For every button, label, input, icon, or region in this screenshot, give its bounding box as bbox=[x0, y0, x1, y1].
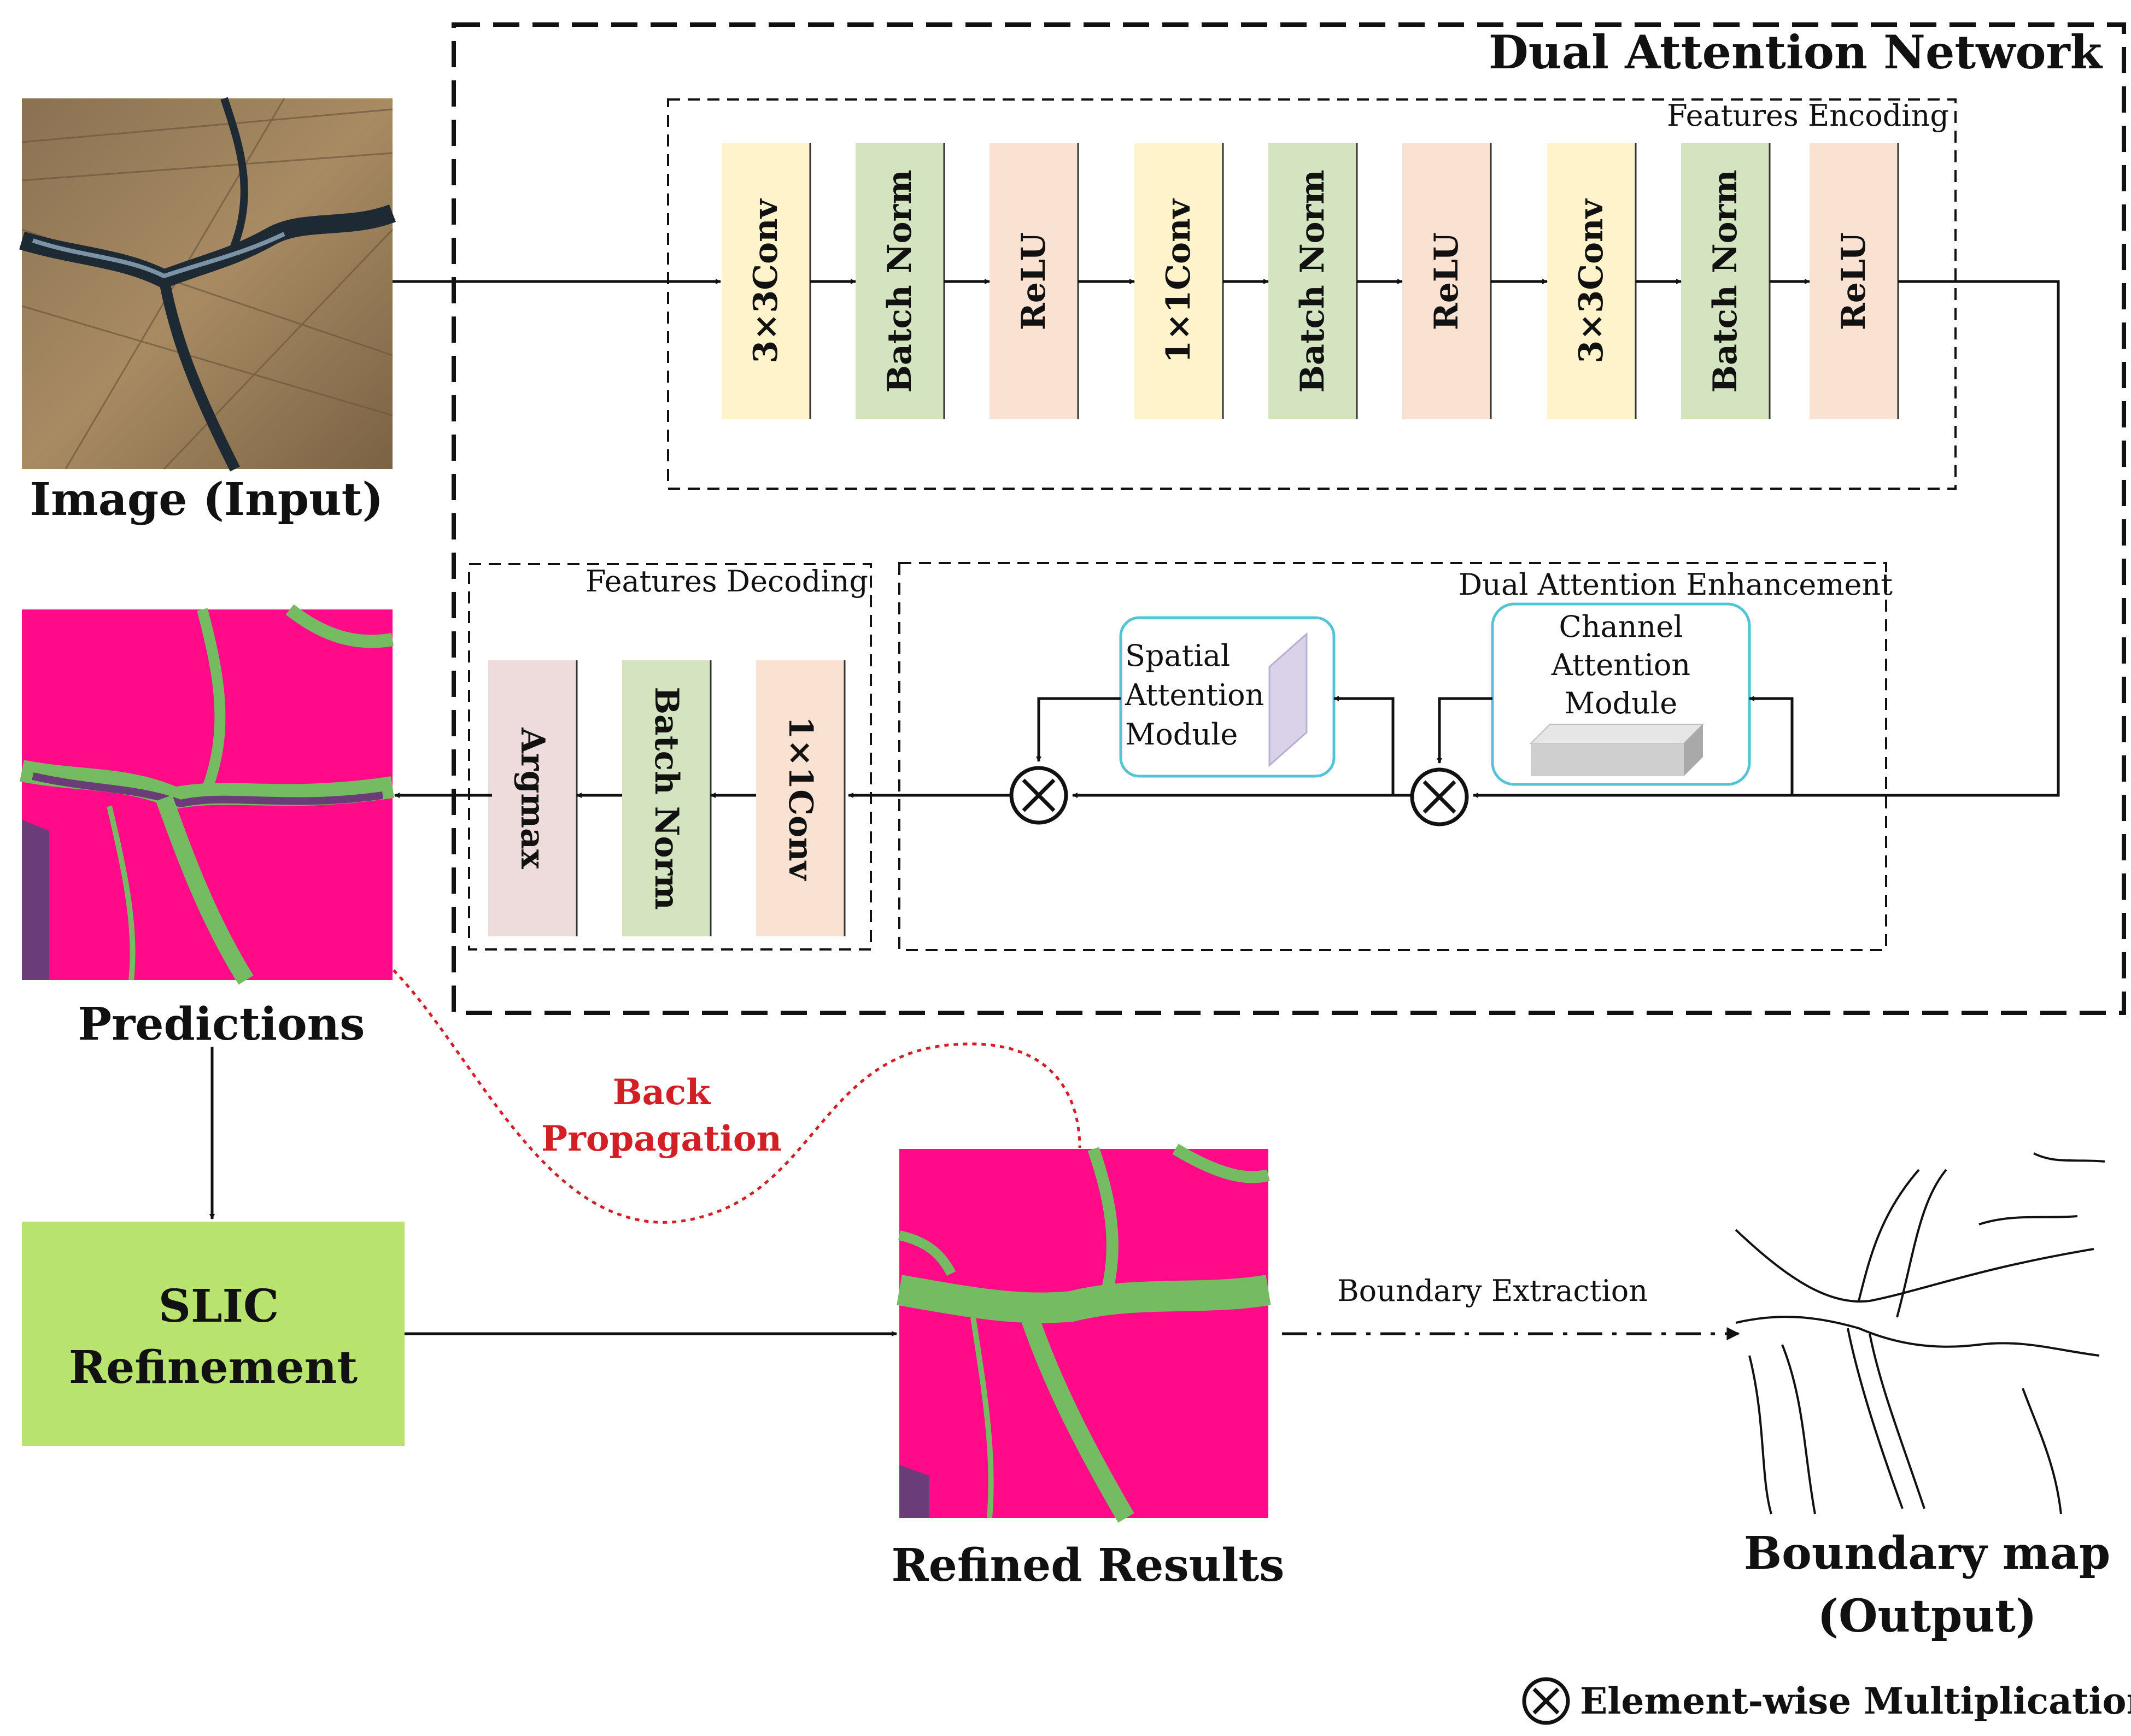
predictions-image bbox=[20, 604, 394, 985]
decoding-blocks: Argmax Batch Norm 1×1Conv bbox=[488, 660, 846, 936]
boundary-extraction-label: Boundary Extraction bbox=[1337, 1274, 1648, 1308]
encoder-block-6 bbox=[1402, 143, 1491, 419]
network-title: Dual Attention Network bbox=[1489, 25, 2103, 79]
decoder-block-label-3: 1×1Conv bbox=[781, 716, 819, 881]
input-image bbox=[19, 97, 396, 472]
encoder-block-8 bbox=[1681, 143, 1770, 419]
encoder-block-label-4: 1×1Conv bbox=[1160, 198, 1198, 363]
spatial-output-line bbox=[1036, 697, 1121, 762]
encoder-to-attention-line bbox=[1473, 280, 2060, 798]
features-encoding-frame bbox=[667, 98, 1957, 490]
encoder-block-7 bbox=[1547, 143, 1636, 419]
dual-attention-enhancement-label: Dual Attention Enhancement bbox=[1459, 567, 1893, 602]
channel-branch-line bbox=[1749, 696, 1794, 795]
encoder-block-label-3: ReLU bbox=[1015, 232, 1053, 330]
features-decoding-label: Features Decoding bbox=[586, 564, 868, 599]
encoder-block-label-2: Batch Norm bbox=[881, 169, 919, 392]
slic-label-line-1: SLIC bbox=[159, 1280, 279, 1333]
encoder-block-3 bbox=[990, 143, 1078, 419]
channel-module-line-1: Channel bbox=[1559, 609, 1683, 644]
encoder-block-label-1: 3×3Conv bbox=[747, 198, 785, 363]
channel-feature-box-icon bbox=[1529, 724, 1705, 776]
decoder-block-label-1: Argmax bbox=[513, 727, 552, 869]
boundary-map-image bbox=[1735, 1152, 2105, 1515]
slic-refinement-box bbox=[22, 1222, 405, 1446]
multiply-node-spatial bbox=[1009, 766, 1068, 825]
encoder-block-2 bbox=[856, 143, 944, 419]
back-propagation-line-1: Back bbox=[613, 1072, 712, 1113]
features-decoding-frame bbox=[468, 563, 872, 951]
spatial-module-line-3: Module bbox=[1125, 717, 1238, 752]
refined-results-caption: Refined Results bbox=[892, 1539, 1285, 1592]
multiply-legend-icon bbox=[1522, 1677, 1570, 1725]
refined-results-image bbox=[897, 1143, 1271, 1523]
encoder-block-label-7: 3×3Conv bbox=[1572, 198, 1611, 363]
encoder-block-5 bbox=[1268, 143, 1357, 419]
channel-output-line bbox=[1437, 697, 1492, 764]
multiply-node-channel bbox=[1410, 767, 1469, 826]
spatial-feature-slab-icon bbox=[1268, 632, 1308, 767]
dual-attention-enhancement-frame bbox=[898, 562, 1887, 951]
dual-attention-network-frame bbox=[452, 22, 2126, 1015]
output-caption-line-2: (Output) bbox=[1817, 1590, 2036, 1643]
features-encoding-label: Features Encoding bbox=[1667, 98, 1949, 133]
spatial-branch-line bbox=[1333, 696, 1395, 795]
decoder-block-3 bbox=[756, 660, 845, 936]
slic-label-line-2: Refinement bbox=[69, 1341, 358, 1394]
encoder-block-4 bbox=[1134, 143, 1223, 419]
decoder-block-label-2: Batch Norm bbox=[647, 687, 686, 910]
input-caption: Image (Input) bbox=[30, 473, 384, 526]
encoding-blocks: 3×3Conv Batch Norm ReLU 1×1Conv Batch Norm Re… bbox=[722, 143, 1899, 419]
back-propagation-line-2: Propagation bbox=[541, 1118, 782, 1159]
encoder-block-9 bbox=[1810, 143, 1898, 419]
decoder-block-2 bbox=[622, 660, 711, 936]
channel-module-line-2: Attention bbox=[1551, 648, 1690, 682]
encoder-block-label-9: ReLU bbox=[1835, 232, 1873, 330]
encoder-block-label-6: ReLU bbox=[1427, 232, 1466, 330]
encoder-block-1 bbox=[722, 143, 810, 419]
decoder-block-1 bbox=[488, 660, 577, 936]
spatial-module-line-2: Attention bbox=[1125, 678, 1264, 712]
output-caption-line-1: Boundary map bbox=[1744, 1527, 2110, 1580]
legend-label: Element-wise Multiplication bbox=[1580, 1680, 2131, 1722]
encoder-block-label-8: Batch Norm bbox=[1706, 169, 1744, 392]
predictions-caption: Predictions bbox=[78, 998, 365, 1051]
back-propagation-curve bbox=[393, 969, 1081, 1224]
channel-module-line-3: Module bbox=[1565, 686, 1677, 720]
encoder-block-label-5: Batch Norm bbox=[1293, 169, 1332, 392]
spatial-module-line-1: Spatial bbox=[1125, 638, 1230, 673]
